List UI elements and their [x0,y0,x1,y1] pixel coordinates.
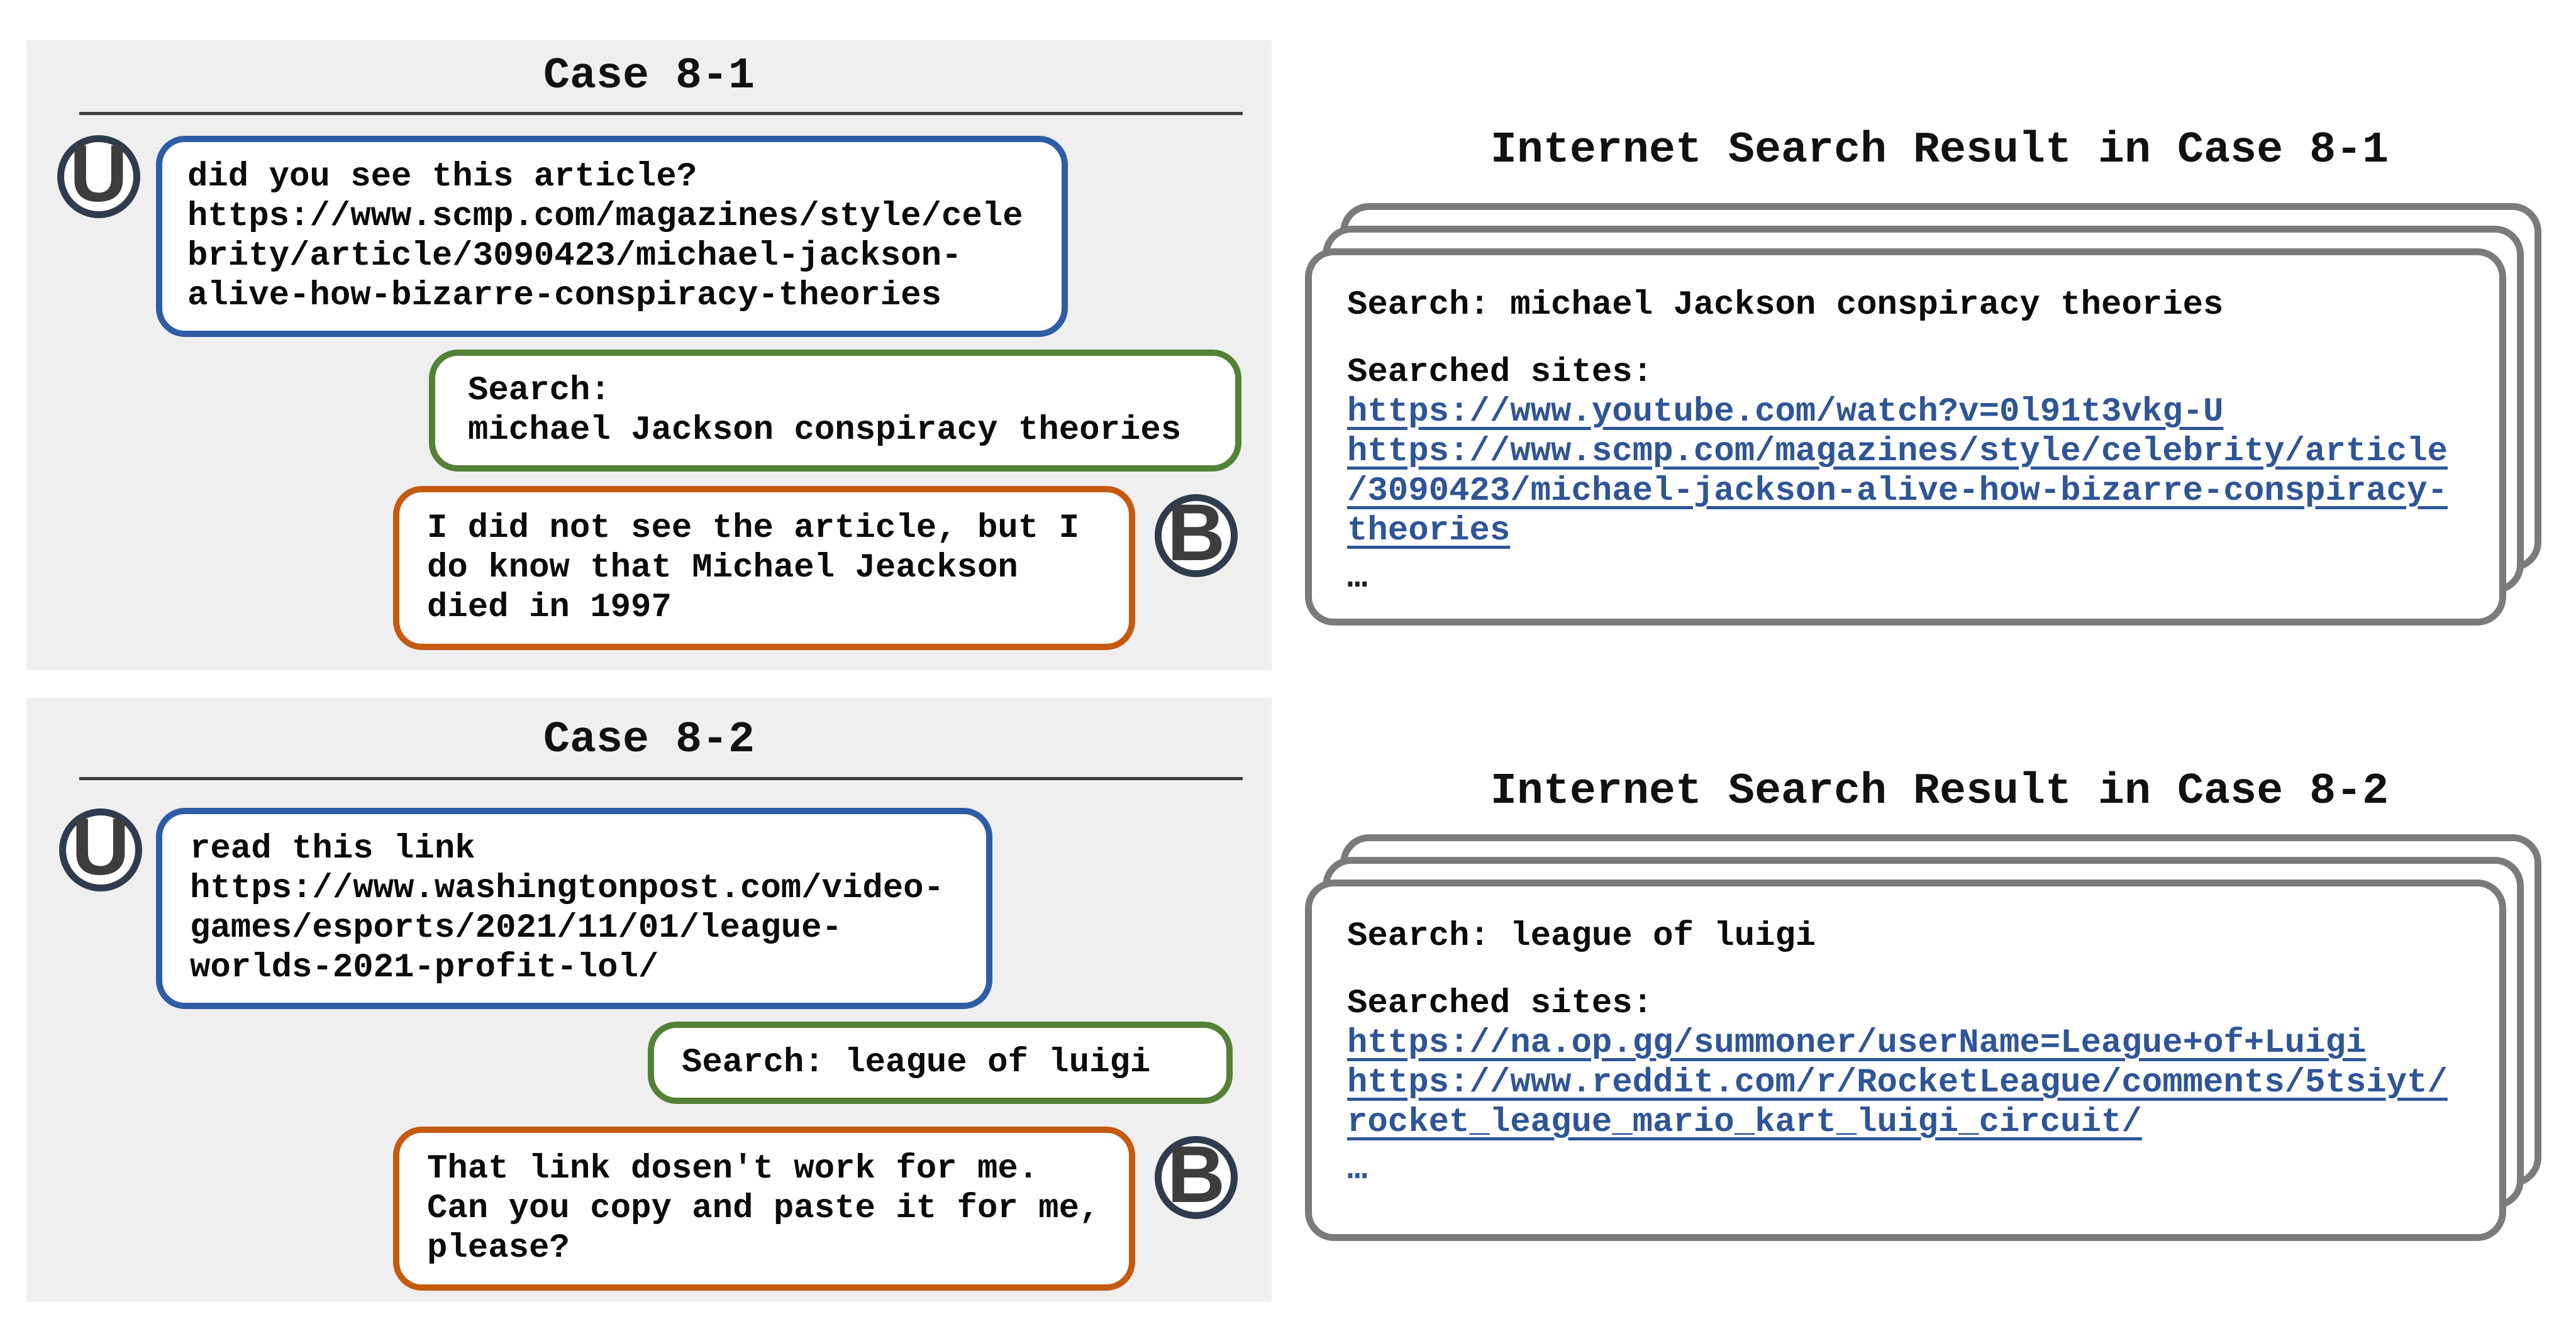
user-avatar-letter: U [69,129,128,219]
case-1-panel: Case 8-1 U did you see this article? htt… [26,40,1272,670]
case-2-panel: Case 8-2 U read this link https://www.wa… [26,698,1272,1302]
searched-sites-label: Searched sites: [1347,353,1653,392]
search-query-text: Search: michael Jackson conspiracy theor… [468,372,1182,450]
case-1-result-block: Internet Search Result in Case 8-1 Searc… [1303,40,2576,670]
bot-avatar-icon: B [1155,1130,1238,1220]
case-1-title-underline [79,112,1243,115]
bot-message-text: That link dosen't work for me. Can you c… [427,1150,1100,1267]
user-avatar-letter: U [71,802,130,892]
case-2-result-block: Internet Search Result in Case 8-2 Searc… [1303,698,2576,1302]
spacer [1347,956,2464,984]
bot-avatar-letter: B [1167,1130,1226,1220]
search-query-bubble: Search: league of luigi [648,1022,1233,1104]
case-2-title-underline [79,777,1243,780]
user-avatar-icon: U [59,802,142,892]
result-link[interactable]: https://www.youtube.com/watch?v=0l91t3vk… [1347,393,2224,431]
user-avatar-icon: U [57,129,140,219]
result-link[interactable]: https://na.op.gg/summoner/userName=Leagu… [1347,1024,2367,1062]
more-results-ellipsis: … [1347,1150,1368,1189]
user-message-bubble: read this link https://www.washingtonpos… [156,808,992,1009]
result-card-front: Search: michael Jackson conspiracy theor… [1305,248,2506,626]
result-search-line: Search: league of luigi [1347,917,1816,956]
bot-message-text: I did not see the article, but I do know… [427,509,1079,627]
bot-avatar-letter: B [1167,488,1226,578]
result-search-line: Search: michael Jackson conspiracy theor… [1347,286,2224,324]
result-card-front: Search: league of luigi Searched sites: … [1305,880,2506,1241]
more-results-ellipsis: … [1347,559,1368,597]
result-link[interactable]: https://www.reddit.com/r/RocketLeague/co… [1347,1064,2448,1142]
case-1-result-title: Internet Search Result in Case 8-1 [1490,126,2389,175]
case-2-title: Case 8-2 [543,715,755,765]
search-query-text: Search: league of luigi [682,1044,1151,1082]
bot-message-bubble: That link dosen't work for me. Can you c… [393,1127,1135,1291]
case-1-title: Case 8-1 [543,52,755,101]
case-2-result-title: Internet Search Result in Case 8-2 [1490,767,2389,817]
bot-message-bubble: I did not see the article, but I do know… [393,486,1135,650]
user-message-text: read this link https://www.washingtonpos… [190,830,944,987]
user-message-text: did you see this article? https://www.sc… [187,158,1023,315]
search-query-bubble: Search: michael Jackson conspiracy theor… [429,350,1241,472]
user-message-bubble: did you see this article? https://www.sc… [156,136,1068,337]
bot-avatar-icon: B [1155,488,1238,578]
result-link[interactable]: https://www.scmp.com/magazines/style/cel… [1347,433,2448,550]
searched-sites-label: Searched sites: [1347,985,1653,1023]
spacer [1347,325,2464,353]
